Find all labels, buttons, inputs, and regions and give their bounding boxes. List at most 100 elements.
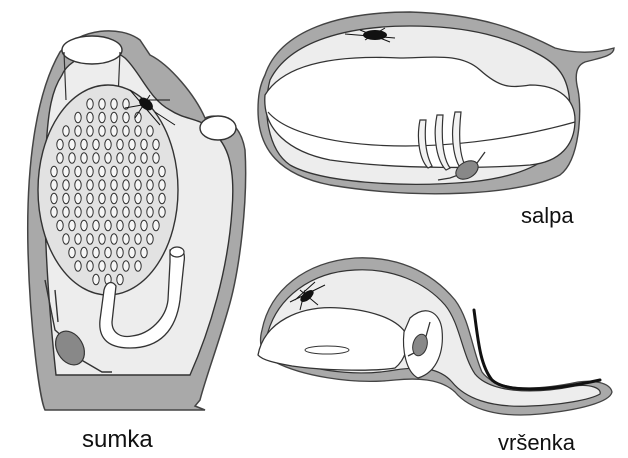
gill-slit bbox=[51, 180, 57, 190]
gill-slit bbox=[147, 166, 153, 176]
gill-slit bbox=[69, 153, 75, 163]
gill-slit bbox=[87, 112, 93, 122]
gill-slit bbox=[159, 207, 165, 217]
gill-slit bbox=[93, 247, 99, 257]
gill-slit bbox=[57, 220, 63, 230]
gill-slit bbox=[123, 261, 129, 271]
gill-slit bbox=[135, 193, 141, 203]
gill-slit bbox=[123, 193, 129, 203]
gill-slit bbox=[105, 220, 111, 230]
gill-slit bbox=[87, 180, 93, 190]
gill-slit bbox=[87, 99, 93, 109]
gill-slit bbox=[69, 247, 75, 257]
gill-slit bbox=[99, 193, 105, 203]
gill-slit bbox=[99, 234, 105, 244]
gill-slit bbox=[99, 207, 105, 217]
gill-slit bbox=[99, 126, 105, 136]
sumka-pharynx bbox=[38, 85, 178, 295]
caption-salpa: salpa bbox=[521, 205, 574, 227]
gill-slit bbox=[93, 153, 99, 163]
gill-slit bbox=[117, 220, 123, 230]
gill-slit bbox=[87, 166, 93, 176]
gill-slit bbox=[93, 139, 99, 149]
gill-slit bbox=[105, 247, 111, 257]
gill-slit bbox=[141, 247, 147, 257]
gill-slit bbox=[75, 193, 81, 203]
gill-slit bbox=[81, 139, 87, 149]
gill-slit bbox=[87, 207, 93, 217]
gill-slit bbox=[75, 112, 81, 122]
gill-slit bbox=[81, 247, 87, 257]
gill-slit bbox=[87, 126, 93, 136]
gill-slit bbox=[75, 126, 81, 136]
gill-slit bbox=[105, 153, 111, 163]
gill-slit bbox=[117, 274, 123, 284]
gill-slit bbox=[123, 112, 129, 122]
gill-slit bbox=[87, 234, 93, 244]
gill-slit bbox=[153, 153, 159, 163]
gill-slit bbox=[87, 193, 93, 203]
gill-slit bbox=[99, 112, 105, 122]
gill-slit bbox=[99, 99, 105, 109]
gill-slit bbox=[81, 220, 87, 230]
gill-slit bbox=[123, 207, 129, 217]
gill-slit bbox=[135, 126, 141, 136]
gill-slit bbox=[147, 207, 153, 217]
gill-slit bbox=[117, 153, 123, 163]
gill-slit bbox=[99, 261, 105, 271]
gill-slit bbox=[75, 207, 81, 217]
gill-slit bbox=[75, 261, 81, 271]
gill-slit bbox=[75, 166, 81, 176]
caption-vrsenka: vršenka bbox=[498, 432, 575, 454]
vrsenka-notochord bbox=[474, 310, 600, 389]
gill-slit bbox=[129, 139, 135, 149]
gill-slit bbox=[63, 207, 69, 217]
gill-slit bbox=[99, 166, 105, 176]
gill-slit bbox=[159, 180, 165, 190]
gill-slit bbox=[135, 180, 141, 190]
gill-slit bbox=[75, 180, 81, 190]
gill-slit bbox=[111, 193, 117, 203]
gill-slit bbox=[159, 166, 165, 176]
gill-slit bbox=[147, 126, 153, 136]
gill-slit bbox=[111, 112, 117, 122]
caption-sumka: sumka bbox=[82, 428, 153, 452]
gill-slit bbox=[135, 261, 141, 271]
sumka-figure bbox=[28, 31, 246, 410]
gill-slit bbox=[147, 180, 153, 190]
gill-slit bbox=[87, 261, 93, 271]
gill-slit bbox=[111, 180, 117, 190]
gill-slit bbox=[135, 207, 141, 217]
gill-slit bbox=[63, 234, 69, 244]
gill-slit bbox=[129, 220, 135, 230]
gill-slit bbox=[123, 166, 129, 176]
gill-slit bbox=[111, 99, 117, 109]
gill-slit bbox=[147, 193, 153, 203]
gill-slit bbox=[153, 220, 159, 230]
gill-slit bbox=[135, 234, 141, 244]
gill-slit bbox=[153, 139, 159, 149]
gill-slit bbox=[123, 126, 129, 136]
gill-slit bbox=[123, 180, 129, 190]
gill-slit bbox=[129, 153, 135, 163]
gill-slit bbox=[57, 139, 63, 149]
gill-slit bbox=[81, 153, 87, 163]
vrsenka-figure bbox=[258, 258, 612, 415]
gill-slit bbox=[93, 274, 99, 284]
gill-slit bbox=[111, 234, 117, 244]
gill-slit bbox=[51, 207, 57, 217]
gill-slit bbox=[105, 139, 111, 149]
gill-slit bbox=[69, 139, 75, 149]
gill-slit bbox=[135, 166, 141, 176]
gill-slit bbox=[63, 126, 69, 136]
sumka-atrial-siphon bbox=[200, 116, 236, 140]
gill-slit bbox=[141, 153, 147, 163]
gill-slit bbox=[69, 220, 75, 230]
gill-slit bbox=[63, 180, 69, 190]
gill-slit bbox=[75, 234, 81, 244]
gill-slit bbox=[129, 247, 135, 257]
gill-slit bbox=[117, 247, 123, 257]
gill-slit bbox=[147, 234, 153, 244]
gill-slit bbox=[63, 166, 69, 176]
